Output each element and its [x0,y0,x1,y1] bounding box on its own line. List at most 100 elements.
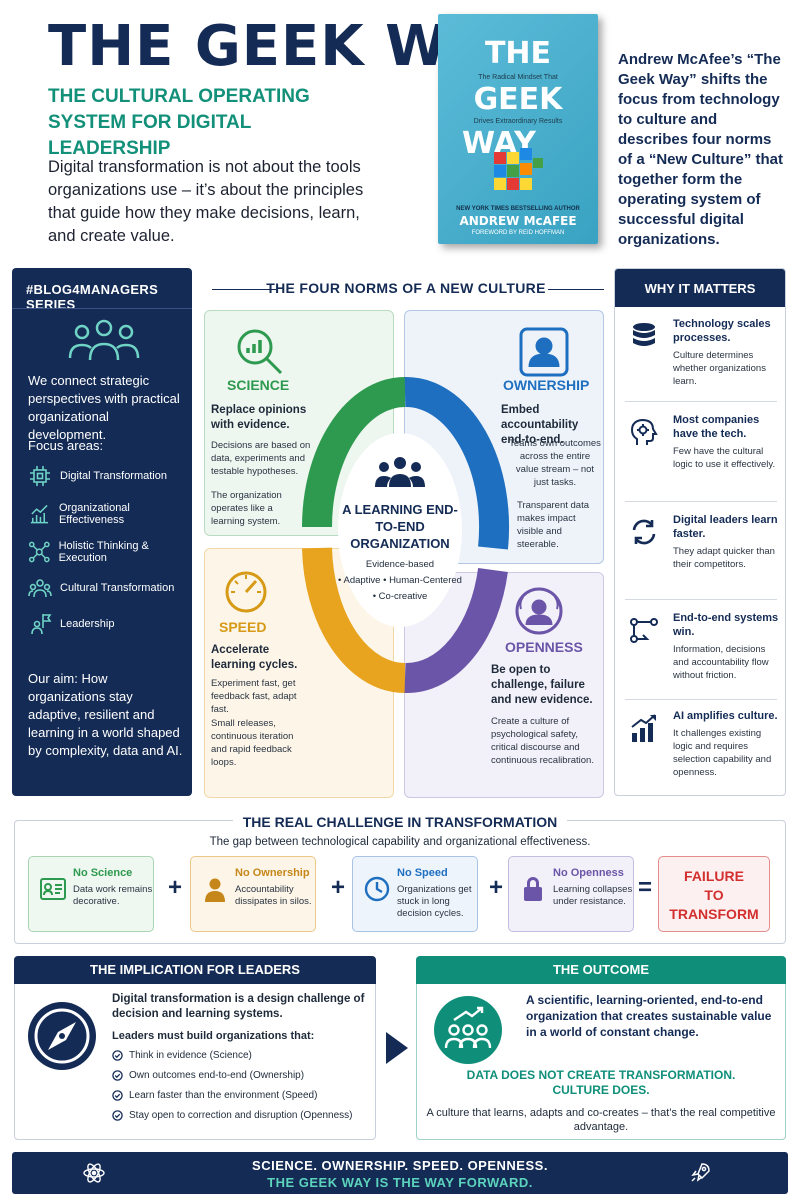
outcome-statement: DATA DOES NOT CREATE TRANSFORMATION. CUL… [416,1068,786,1098]
why-item: AI amplifies culture. It challenges exis… [625,709,781,793]
science-text-1: Decisions are based on data, experiments… [211,440,311,477]
focus-item: Holistic Thinking & Execution [28,540,192,564]
data-screen-icon [40,878,66,900]
team-icon [375,457,425,487]
focus-label: Focus areas: [28,438,104,453]
core-title: A LEARNING END-TO-END ORGANIZATION [342,502,458,551]
divider [12,308,192,309]
why-title: Digital leaders learn faster. [673,514,778,540]
plus-sign: + [168,874,183,901]
check-circle-icon [112,1090,123,1101]
book-tagline-1: The Radical Mindset That [478,74,558,81]
divider [625,401,777,402]
team-growth-icon [434,996,502,1064]
focus-label-text: Digital Transformation [60,470,167,482]
series-aim: Our aim: How organizations stay adaptive… [28,671,183,758]
failure-line-2: TO [704,887,724,903]
bullet-text: Stay open to correction and disruption (… [129,1110,353,1121]
core-line-1: Evidence-based [365,559,435,570]
flow-icon [630,618,658,643]
database-icon [633,323,655,346]
book-author: ANDREW McAFEE [459,214,577,228]
magnifier-chart-icon [237,329,283,375]
challenge-card-title: No Ownership [235,867,310,879]
ownership-text-1: Teams own outcomes across the entire val… [509,438,601,488]
implication-lead: Digital transformation is a design chall… [112,993,365,1020]
challenge-card-title: No Speed [397,867,448,879]
norms-ring [302,376,510,693]
speedometer-icon [225,571,267,613]
openness-text-1: Create a culture of psychological safety… [491,716,594,766]
core-line-3: • Co-creative [372,591,428,602]
learning-organization-core: A LEARNING END-TO-END ORGANIZATION Evide… [338,433,462,627]
book-bestseller: NEW YORK TIMES BESTSELLING AUTHOR [456,206,580,212]
speed-heading: SPEED [219,619,267,635]
compass-icon [28,1002,96,1070]
head-gear-icon [630,418,658,445]
title-rule-right [548,289,604,290]
ownership-lead: Embed accountability end-to-end. [501,404,579,446]
failure-line-1: FAILURE [684,868,744,884]
rocket-icon [691,1163,710,1182]
failure-box: FAILURE TO TRANSFORM [658,856,770,932]
challenge-title: THE REAL CHALLENGE IN TRANSFORMATION [232,814,568,830]
implication-bullet: Think in evidence (Science) [112,1050,252,1061]
why-text: Culture determines whether organizations… [673,350,766,387]
equals-sign: = [638,874,653,901]
implication-must: Leaders must build organizations that: [112,1030,315,1042]
people-icon [28,579,52,598]
focus-label-text: Organizational Effectiveness [58,502,130,526]
science-lead: Replace opinions with evidence. [211,404,307,431]
why-item: Digital leaders learn faster. They adapt… [625,513,781,593]
check-circle-icon [112,1050,123,1061]
intro-text: Digital transformation is not about the … [48,158,364,245]
title-rule-left [212,289,276,290]
why-text: It challenges existing logic and require… [673,728,772,778]
implication-bullet: Stay open to correction and disruption (… [112,1110,352,1121]
why-title: AI amplifies culture. [673,710,778,722]
failure-line-3: TRANSFORM [669,906,759,922]
book-cover: THE The Radical Mindset That GEEK Drives… [438,14,598,244]
outcome-lead: A scientific, learning-oriented, end-to-… [526,993,772,1039]
speed-lead: Accelerate learning cycles. [211,644,298,671]
atom-icon [83,1163,105,1183]
implication-heading: THE IMPLICATION FOR LEADERS [14,956,376,984]
implication-bullet: Learn faster than the environment (Speed… [112,1090,317,1101]
why-item: Technology scales processes. Culture det… [625,317,781,397]
challenge-subtitle: The gap between technological capability… [209,836,591,848]
person-badge-icon [519,327,569,377]
why-text: They adapt quicker than their competitor… [673,546,775,570]
page-subtitle: THE CULTURAL OPERATING SYSTEM FOR DIGITA… [48,86,310,159]
blog-series-panel: #BLOG4MANAGERS SERIES We connect strateg… [12,268,192,796]
chip-icon [30,466,50,486]
divider [625,501,777,502]
people-group-icon [68,319,140,361]
refresh-icon [632,519,656,545]
science-text-2: The organization operates like a learnin… [211,490,282,527]
bullet-text: Think in evidence (Science) [129,1050,252,1061]
openness-lead: Be open to challenge, failure and new ev… [491,664,593,706]
focus-item: Leadership [28,612,114,636]
book-description: Andrew McAfee’s “The Geek Way” shifts th… [618,51,784,248]
challenge-card-science: No Science Data work remains decorative. [28,856,154,932]
focus-label-text: Cultural Transformation [60,582,175,594]
challenge-title-wrap: THE REAL CHALLENGE IN TRANSFORMATION [14,814,786,832]
why-heading: WHY IT MATTERS [615,269,785,307]
core-line-2: • Adaptive • Human-Centered [338,575,462,586]
arrow-right-icon [386,1032,408,1064]
challenge-card-text: Learning collapses under resistance. [553,884,633,907]
divider [625,599,777,600]
footer-line-1: SCIENCE. OWNERSHIP. SPEED. OPENNESS. [252,1158,548,1173]
focus-label-text: Leadership [60,618,115,630]
footer-banner: SCIENCE. OWNERSHIP. SPEED. OPENNESS. THE… [12,1152,788,1194]
flag-person-icon [31,614,52,635]
dialogue-person-icon [515,587,563,635]
rising-bars-icon [631,714,656,742]
book-title-2: GEEK [473,82,563,117]
growth-chart-icon [30,504,49,524]
why-title: Technology scales processes. [673,318,771,344]
divider [625,699,777,700]
lock-icon [524,877,542,901]
challenge-card-text: Organizations get stuck in long decision… [397,884,472,919]
challenge-card-text: Accountability dissipates in silos. [235,884,312,907]
